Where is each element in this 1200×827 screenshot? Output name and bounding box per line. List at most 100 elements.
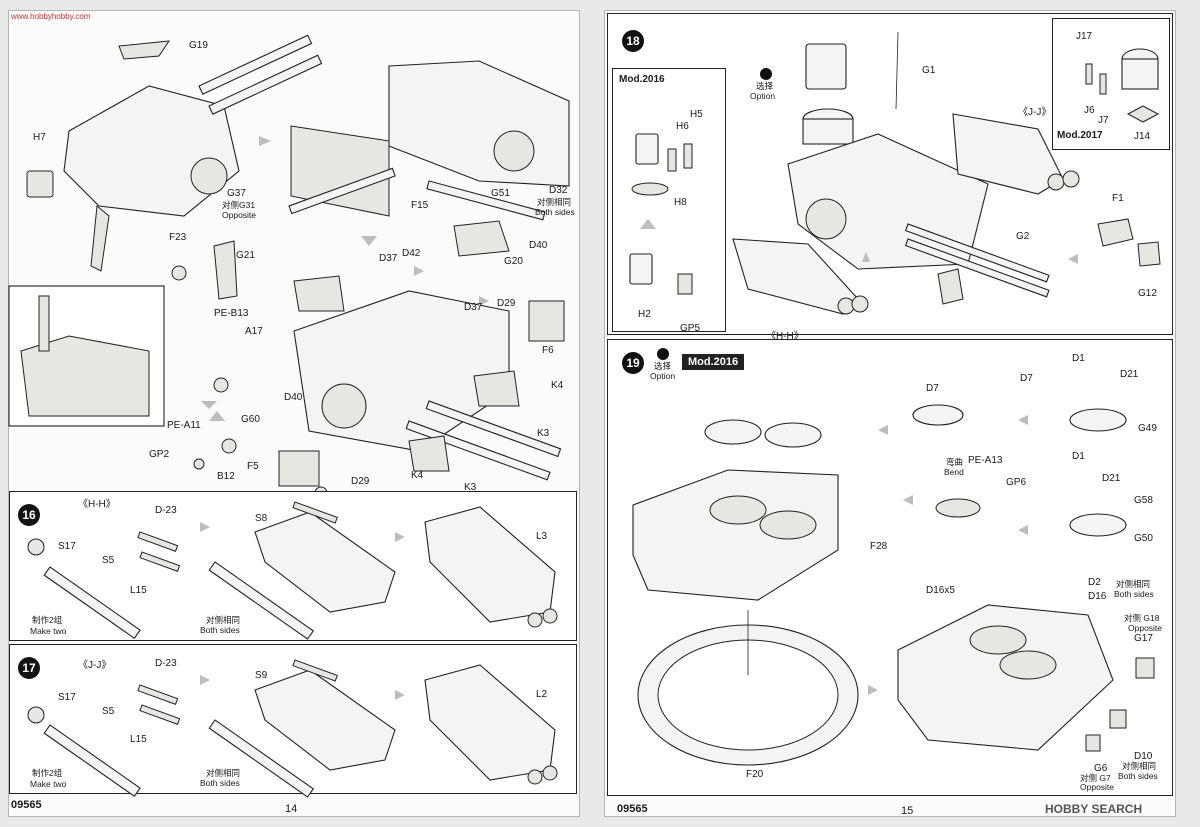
part-label: GP2: [149, 449, 170, 460]
part-label: D21: [1102, 473, 1121, 484]
both-sides-cn: 对侧相同: [1122, 761, 1157, 771]
part-label: G50: [1134, 533, 1153, 544]
part-label: G51: [491, 188, 510, 199]
step-19-diagram: [632, 348, 1155, 766]
part-label: G2: [1016, 231, 1030, 242]
part-label: 《J-J》: [1018, 107, 1052, 118]
part-label: D29: [351, 476, 370, 487]
part-label: G20: [504, 256, 523, 267]
part-label: G21: [236, 250, 255, 261]
part-label: K4: [551, 380, 564, 391]
part-label: D16x5: [926, 585, 955, 596]
step-number: 16: [18, 504, 40, 526]
sub-assembly-title: 《H-H》: [78, 499, 116, 510]
bend-cn: 弯曲: [946, 457, 964, 467]
part-label: PE-B13: [214, 308, 249, 319]
option-cn: 选择: [756, 81, 774, 91]
top-assembly-diagram: [8, 34, 570, 500]
step-19-box: 19 Mod.2016: [607, 339, 1173, 796]
part-label: G19: [189, 40, 208, 51]
part-label: S8: [255, 513, 268, 524]
right-page: 18 Mod.2016 Mod.2017: [604, 10, 1176, 817]
catalog-number: 09565: [11, 799, 42, 811]
part-label: D42: [402, 248, 421, 259]
part-label: H8: [674, 197, 687, 208]
part-label: D21: [1120, 369, 1139, 380]
watermark-hobbysearch: HOBBY SEARCH: [1045, 802, 1143, 816]
step-number: 19: [622, 352, 644, 374]
step-number: 18: [622, 30, 644, 52]
step-17-box: 17 《J-J》 D-23 S9 L2 S17 S5 L15 制作2组 Make…: [9, 644, 577, 798]
part-label: K3: [464, 482, 477, 493]
part-label: D-23: [155, 505, 177, 516]
part-label: D16: [1088, 591, 1107, 602]
part-label: L15: [130, 734, 147, 745]
part-note: 对侧相同: [537, 197, 572, 207]
part-label: S17: [58, 692, 76, 703]
part-label: S5: [102, 555, 115, 566]
part-label: GP6: [1006, 477, 1027, 488]
part-label: A17: [245, 326, 263, 337]
part-label: D-23: [155, 658, 177, 669]
part-label: D7: [926, 383, 939, 394]
part-label: H6: [676, 121, 689, 132]
part-label: D10: [1134, 751, 1153, 762]
part-label: K3: [537, 428, 550, 439]
part-label: F6: [542, 345, 554, 356]
part-label: F20: [746, 769, 764, 780]
sub-assembly-title: 《J-J》: [78, 660, 112, 671]
part-label: G6: [1094, 763, 1108, 774]
part-label: G37: [227, 188, 246, 199]
part-label: J7: [1098, 115, 1109, 126]
both-sides-en: Both sides: [1118, 771, 1158, 781]
step-number: 17: [18, 657, 40, 679]
bend-en: Bend: [944, 467, 964, 477]
part-label: F15: [411, 200, 429, 211]
part-label: G49: [1138, 423, 1157, 434]
both-sides-en: Both sides: [1114, 589, 1154, 599]
opposite-cn: 对侧 G18: [1124, 613, 1160, 623]
part-label: H5: [690, 109, 703, 120]
both-sides-en: Both sides: [200, 778, 240, 788]
page-number: 15: [901, 805, 914, 817]
watermark-top: www.hobbyhobby.com: [11, 12, 91, 21]
mod-tag: Mod.2016: [682, 354, 745, 370]
part-label: G17: [1134, 633, 1153, 644]
part-label: G58: [1134, 495, 1153, 506]
option-en: Option: [650, 371, 676, 381]
mod-2016-inset: Mod.2016: [612, 68, 726, 332]
make-note-en: Make two: [30, 626, 67, 636]
part-label: H7: [33, 132, 46, 143]
opposite-en: Opposite: [1080, 782, 1115, 792]
part-label: D7: [1020, 373, 1033, 384]
part-note: 对侧G31: [222, 200, 256, 210]
part-label: S9: [255, 670, 268, 681]
part-label: J17: [1076, 31, 1093, 42]
part-label: G1: [922, 65, 936, 76]
make-note-en: Make two: [30, 779, 67, 789]
part-label: 《H-H》: [766, 331, 804, 342]
both-sides-cn: 对侧相同: [206, 615, 241, 625]
part-label: GP5: [680, 323, 701, 334]
part-note: Opposite: [222, 210, 257, 220]
page-number: 14: [285, 803, 298, 815]
step-17-diagram: [27, 659, 558, 798]
step-16-box: 16 《H-H》 D-23 S8 L3 S17 S5 L15 制作2组 Make…: [9, 491, 577, 641]
part-label: D37: [464, 302, 483, 313]
inset-title: Mod.2017: [1057, 130, 1103, 141]
make-note-cn: 制作2组: [32, 768, 63, 778]
part-label: F28: [870, 541, 888, 552]
part-label: H2: [638, 309, 651, 320]
part-label: L15: [130, 585, 147, 596]
part-label: D29: [497, 298, 516, 309]
part-label: G12: [1138, 288, 1157, 299]
make-note-cn: 制作2组: [32, 615, 63, 625]
part-label: J6: [1084, 105, 1095, 116]
part-label: D37: [379, 253, 398, 264]
option-en: Option: [750, 91, 776, 101]
part-label: S5: [102, 706, 115, 717]
opposite-cn: 对侧 G7: [1080, 773, 1111, 783]
part-label: J14: [1134, 131, 1151, 142]
part-label: L2: [536, 689, 548, 700]
part-label: PE-A11: [167, 420, 201, 431]
